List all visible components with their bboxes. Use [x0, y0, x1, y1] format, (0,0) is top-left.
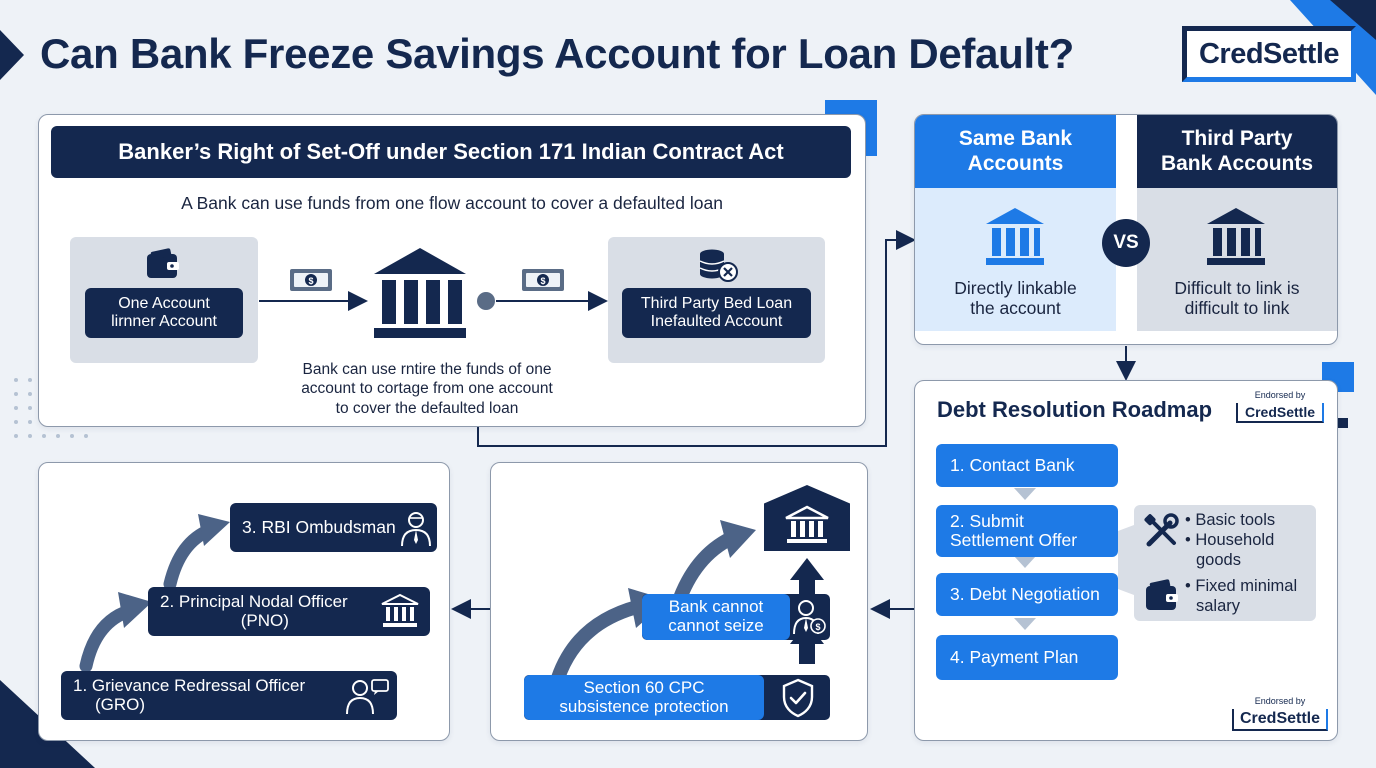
same-bank-text-line2: the account — [970, 298, 1061, 319]
shield-check-icon — [782, 678, 814, 718]
same-bank-text-line1: Directly linkable — [954, 278, 1077, 298]
third-party-text-line1: Difficult to link is — [1174, 278, 1300, 298]
setoff-caption-line2: account to cortage from one account — [301, 380, 553, 398]
exempt-item-salary: • Fixed minimal — [1185, 577, 1298, 595]
cannot-seize-box: Bank cannot cannot seize — [642, 594, 790, 640]
exemption-bracket — [1118, 525, 1134, 595]
same-bank-icon — [986, 208, 1044, 265]
endorsed-logo-bottom: CredSettle — [1232, 709, 1328, 731]
same-bank-header-line2: Accounts — [967, 151, 1064, 175]
bank-icon — [381, 593, 419, 627]
rbi-ombudsman-label: 3. RBI Ombudsman — [242, 517, 396, 538]
setoff-flow: $ $ — [259, 269, 608, 311]
wallet-icon — [147, 248, 179, 278]
escalation-step-2: 2. Principal Nodal Officer (PNO) — [148, 587, 430, 636]
coins-blocked-icon — [699, 249, 738, 282]
exempt-item-household: • Household — [1185, 530, 1275, 549]
setoff-subtitle: A Bank can use funds from one flow accou… — [181, 193, 723, 213]
tools-icon — [1144, 513, 1179, 547]
gro-line1: 1. Grievance Redressal Officer — [73, 675, 306, 695]
endorsed-label-bottom: Endorsed by — [1254, 696, 1306, 706]
roadmap-step-4: 4. Payment Plan — [936, 635, 1118, 680]
support-agent-icon — [346, 679, 389, 715]
third-party-bank-icon — [1207, 208, 1265, 265]
escalation-step-1: 1. Grievance Redressal Officer (GRO) — [61, 671, 397, 720]
same-bank-header: Same Bank Accounts — [915, 115, 1116, 188]
exempt-item-household-cont: goods — [1196, 550, 1241, 569]
endorsed-badge-bottom: Endorsed by CredSettle — [1232, 697, 1328, 737]
source-account-line1: One Account — [118, 294, 210, 312]
roadmap-step-3: 3. Debt Negotiation — [936, 573, 1118, 616]
endorsed-label-top: Endorsed by — [1254, 390, 1306, 400]
section60-line2: subsistence protection — [559, 696, 729, 716]
target-account-line1: Third Party Bed Loan — [640, 294, 793, 312]
roadmap-title: Debt Resolution Roadmap — [937, 397, 1213, 422]
wallet-icon — [1146, 579, 1178, 610]
svg-text:$: $ — [308, 276, 313, 286]
third-party-text-line2: difficult to link — [1184, 298, 1290, 319]
vs-badge: VS — [1102, 219, 1150, 267]
brand-logo: CredSettle — [1182, 26, 1356, 82]
banker-icon: $ — [793, 600, 826, 635]
cash-icon-right: $ — [522, 269, 564, 291]
section60-line1: Section 60 CPC — [583, 677, 705, 697]
bank-icon — [785, 505, 829, 543]
bank-icon — [374, 248, 466, 338]
step-chevrons — [1014, 488, 1036, 630]
escalation-arrows — [79, 514, 230, 673]
endorsed-logo-top: CredSettle — [1236, 403, 1324, 423]
same-bank-text: Directly linkable the account — [915, 278, 1116, 318]
exempt-item-salary-cont: salary — [1196, 596, 1241, 615]
cannot-seize-line2: cannot seize — [668, 616, 764, 635]
setoff-caption-line1: Bank can use rntire the funds of one — [302, 361, 552, 378]
gro-line2: (GRO) — [95, 694, 146, 714]
pno-line2: (PNO) — [240, 610, 289, 630]
page-title: Can Bank Freeze Savings Account for Loan… — [40, 30, 1074, 77]
target-account-label: Third Party Bed Loan Inefaulted Account — [622, 288, 811, 338]
exempt-item-tools: • Basic tools — [1185, 511, 1276, 529]
setoff-banner: Banker’s Right of Set-Off under Section … — [51, 126, 851, 178]
pno-line1: 2. Principal Nodal Officer — [160, 591, 348, 611]
source-account-label: One Account lirnner Account — [85, 288, 243, 338]
cannot-seize-line1: Bank cannot — [668, 597, 764, 617]
target-account-line2: Inefaulted Account — [650, 313, 783, 330]
setoff-caption: Bank can use rntire the funds of one acc… — [267, 360, 587, 418]
third-party-header: Third Party Bank Accounts — [1137, 115, 1337, 188]
third-party-text: Difficult to link is difficult to link — [1137, 278, 1337, 318]
same-bank-header-line1: Same Bank — [958, 127, 1073, 151]
svg-text:$: $ — [815, 622, 820, 632]
roadmap-step-1: 1. Contact Bank — [936, 444, 1118, 487]
brand-logo-text: CredSettle — [1198, 37, 1340, 70]
exemption-salary-text: • Fixed minimal salary — [1185, 577, 1297, 617]
svg-text:$: $ — [540, 276, 545, 286]
roadmap-step-2: 2. Submit Settlement Offer — [936, 505, 1118, 557]
exemption-tools-text: • Basic tools • Household goods — [1185, 511, 1275, 570]
endorsed-badge-top: Endorsed by CredSettle — [1236, 391, 1324, 427]
third-party-header-line2: Bank Accounts — [1160, 151, 1314, 175]
third-party-header-line1: Third Party — [1181, 127, 1293, 151]
section60-box: Section 60 CPC subsistence protection — [524, 675, 764, 720]
cash-icon-left: $ — [290, 269, 332, 291]
setoff-caption-line3: to cover the defaulted loan — [335, 399, 519, 417]
ombudsman-icon — [401, 512, 431, 547]
source-account-line2: lirnner Account — [111, 313, 217, 330]
